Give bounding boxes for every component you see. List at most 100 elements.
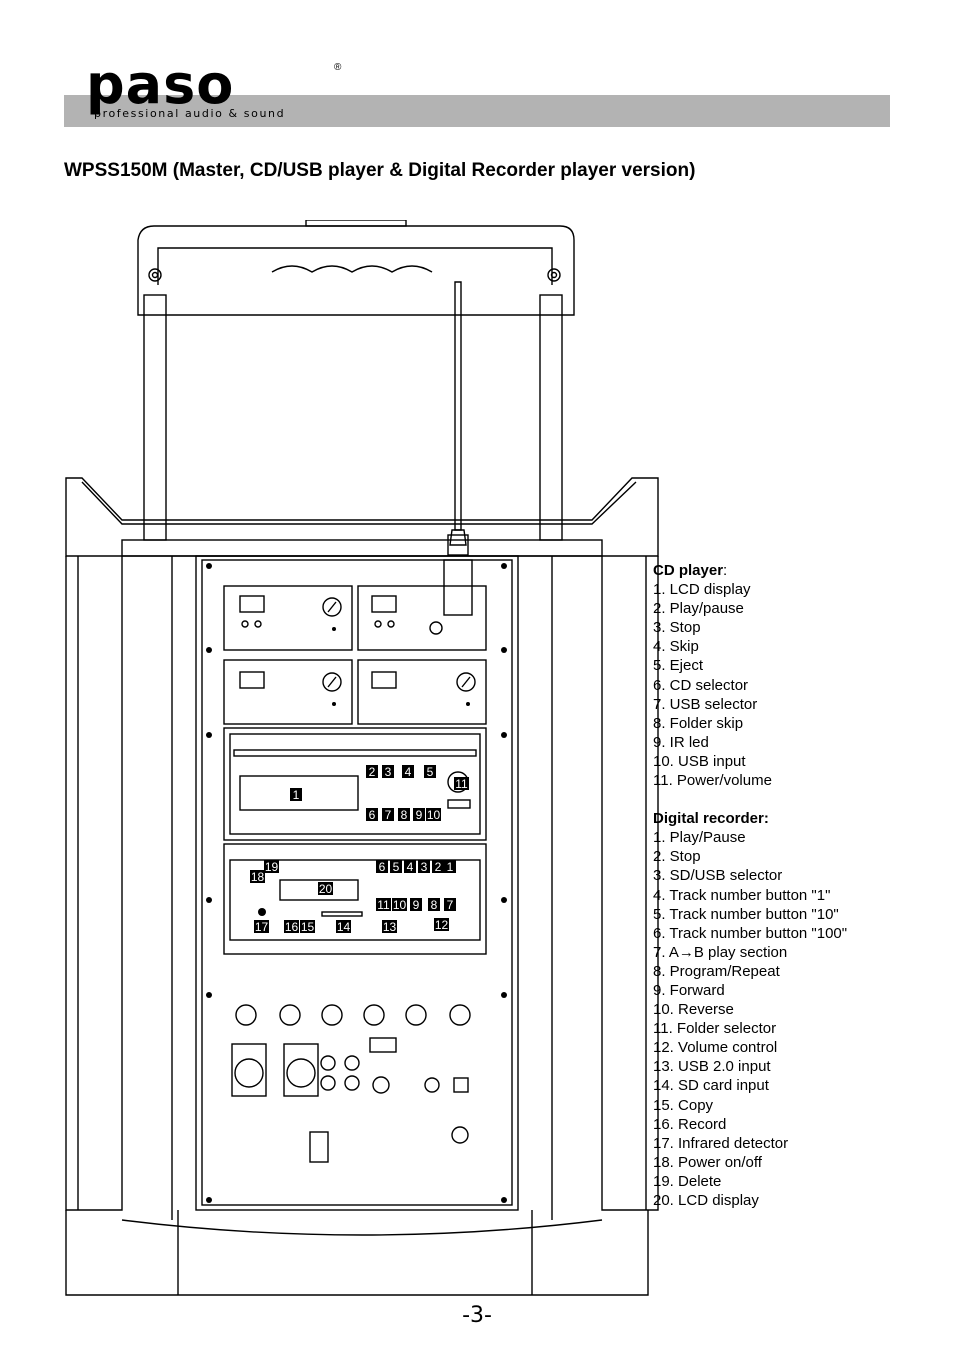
recorder-callout-label: 9 <box>413 898 420 912</box>
cd-callout: 3 <box>382 765 394 779</box>
recorder-callout-label: 19 <box>265 860 279 874</box>
recorder-callout-label: 3 <box>421 860 428 874</box>
cd-callout: 7 <box>382 808 394 822</box>
recorder-callout: 6 <box>376 860 388 874</box>
cd-callout-label: 10 <box>427 808 441 822</box>
cd-callout: 1 <box>290 788 302 802</box>
recorder-callout: 1 <box>444 860 456 874</box>
recorder-callout-label: 2 <box>435 860 442 874</box>
digital-recorder-legend-item: 15. Copy <box>653 1096 714 1114</box>
recorder-callout: 5 <box>390 860 402 874</box>
cd-callout-label: 4 <box>405 765 412 779</box>
digital-recorder-legend-item: 10. Reverse <box>653 1001 734 1019</box>
cd-callout-label: 2 <box>369 765 376 779</box>
cd-callout: 2 <box>366 765 378 779</box>
cd-callout-label: 7 <box>385 808 392 822</box>
digital-recorder-legend-item: 14. SD card input <box>653 1077 769 1095</box>
page-title: WPSS150M (Master, CD/USB player & Digita… <box>64 160 696 181</box>
digital-recorder-legend-item: 16. Record <box>653 1115 727 1133</box>
cd-callout-label: 1 <box>293 788 300 802</box>
recorder-callout: 2 <box>432 860 444 874</box>
digital-recorder-legend-item: 5. Track number button "10" <box>653 905 839 923</box>
recorder-callout-label: 20 <box>319 882 333 896</box>
cd-player-legend-item: 2. Play/pause <box>653 600 744 618</box>
recorder-callout-label: 12 <box>435 918 449 932</box>
recorder-callout: 18 <box>250 870 265 884</box>
cd-callout-label: 9 <box>416 808 423 822</box>
header-bar <box>64 95 890 127</box>
digital-recorder-legend-item: 4. Track number button "1" <box>653 886 831 904</box>
recorder-callout: 7 <box>444 898 456 912</box>
recorder-callout: 13 <box>382 920 397 934</box>
recorder-callout: 14 <box>336 920 351 934</box>
digital-recorder-legend-item: 7. A→B play section <box>653 943 788 961</box>
recorder-callout-label: 10 <box>393 898 407 912</box>
cd-callout: 6 <box>366 808 378 822</box>
cd-player-legend-item: 3. Stop <box>653 619 701 637</box>
digital-recorder-legend-item: 2. Stop <box>653 848 701 866</box>
recorder-callout-label: 17 <box>255 920 269 934</box>
cd-player-legend-item: 6. CD selector <box>653 676 749 694</box>
recorder-callout-label: 5 <box>393 860 400 874</box>
recorder-callout-label: 16 <box>285 920 299 934</box>
recorder-callout: 3 <box>418 860 430 874</box>
brand-logo: paso <box>86 53 235 116</box>
digital-recorder-legend-item: 18. Power on/off <box>653 1153 762 1171</box>
cd-player-legend-item: 5. Eject <box>653 657 704 675</box>
recorder-callout: 19 <box>264 860 279 874</box>
digital-recorder-legend-item: 8. Program/Repeat <box>653 962 780 980</box>
page-number: -3- <box>462 1303 492 1328</box>
digital-recorder-legend-item: 11. Folder selector <box>653 1020 777 1038</box>
digital-recorder-heading: Digital recorder: <box>653 810 769 828</box>
cd-callout: 5 <box>424 765 436 779</box>
digital-recorder-legend-item: 13. USB 2.0 input <box>653 1058 771 1076</box>
recorder-callout: 12 <box>434 918 449 932</box>
recorder-callout: 9 <box>410 898 422 912</box>
recorder-callout-label: 15 <box>301 920 315 934</box>
digital-recorder-legend-item: 19. Delete <box>653 1172 722 1190</box>
recorder-callout-label: 8 <box>431 898 438 912</box>
digital-recorder-legend-item: 3. SD/USB selector <box>653 867 783 885</box>
recorder-callout: 8 <box>428 898 440 912</box>
cd-callout: 4 <box>402 765 414 779</box>
recorder-callout: 15 <box>300 920 315 934</box>
cd-player-legend-item: 9. IR led <box>653 733 709 751</box>
cd-player-legend-item: 4. Skip <box>653 638 699 656</box>
brand-tagline: professional audio & sound <box>94 107 286 120</box>
cd-callout-label: 6 <box>369 808 376 822</box>
recorder-callout: 17 <box>254 920 269 934</box>
cd-callout-label: 5 <box>427 765 434 779</box>
cd-player-legend-item: 10. USB input <box>653 752 746 770</box>
recorder-callout: 20 <box>318 882 333 896</box>
recorder-callout: 16 <box>284 920 299 934</box>
cd-player-legend-item: 1. LCD display <box>653 581 751 599</box>
digital-recorder-legend-item: 1. Play/Pause <box>653 829 746 847</box>
cd-callout: 8 <box>398 808 410 822</box>
recorder-callout: 11 <box>376 898 391 912</box>
cd-player-legend-item: 8. Folder skip <box>653 714 744 732</box>
digital-recorder-legend-item: 9. Forward <box>653 981 725 999</box>
digital-recorder-legend-item: 20. LCD display <box>653 1192 759 1209</box>
cd-callout: 9 <box>413 808 425 822</box>
recorder-callout-label: 7 <box>447 898 454 912</box>
registered-mark: ® <box>334 62 342 73</box>
cd-player-legend-item: 11. Power/volume <box>653 772 772 790</box>
digital-recorder-legend-item: 17. Infrared detector <box>653 1134 789 1152</box>
recorder-callout-label: 18 <box>251 870 265 884</box>
cd-callout: 11 <box>454 777 469 791</box>
recorder-callout-label: 11 <box>377 898 390 912</box>
recorder-callout-label: 6 <box>379 860 386 874</box>
digital-recorder-legend-item: 6. Track number button "100" <box>653 924 848 942</box>
cd-callout-label: 8 <box>401 808 408 822</box>
digital-recorder-legend-item: 12. Volume control <box>653 1039 778 1057</box>
cd-player-heading: CD player: <box>653 562 728 579</box>
cd-callout: 10 <box>426 808 441 822</box>
recorder-callout-label: 14 <box>337 920 351 934</box>
recorder-callout-label: 1 <box>447 860 454 874</box>
recorder-callout-label: 13 <box>383 920 397 934</box>
recorder-callout-label: 4 <box>407 860 414 874</box>
